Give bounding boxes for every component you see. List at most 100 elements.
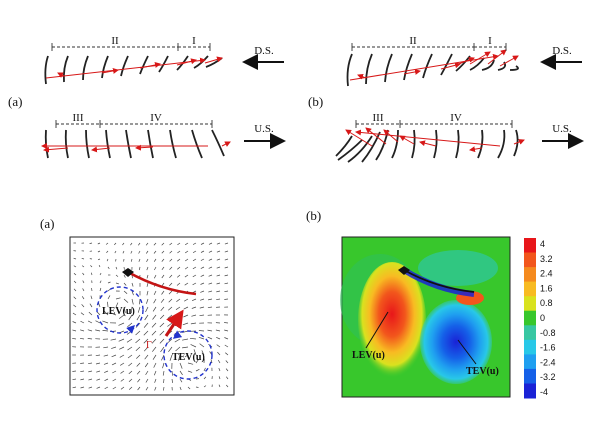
vector-arrow <box>184 258 189 262</box>
vector-arrow <box>81 304 85 308</box>
vector-arrow <box>195 358 200 364</box>
vector-arrow <box>176 298 181 302</box>
vector-arrow <box>95 329 101 332</box>
top-b-upstroke-force-arrows <box>345 127 525 153</box>
vector-arrow <box>178 354 181 361</box>
vector-arrow <box>112 386 117 390</box>
colorbar-swatch <box>524 310 536 326</box>
vector-arrow <box>207 306 213 309</box>
vector-arrow <box>153 370 157 376</box>
vector-arrow <box>159 330 165 336</box>
vector-arrow <box>97 258 101 261</box>
vector-arrow <box>72 337 77 340</box>
vector-arrow <box>135 346 141 351</box>
vector-arrow <box>90 295 93 300</box>
vector-arrow <box>82 272 85 276</box>
vector-arrow <box>159 322 165 328</box>
vector-arrow <box>200 290 205 293</box>
vector-arrow <box>192 258 197 262</box>
vector-arrow <box>151 338 157 344</box>
colorbar-tick-label: 3.2 <box>540 254 553 264</box>
vector-arrow <box>161 274 165 279</box>
vector-arrow <box>226 384 229 388</box>
vector-arrow <box>73 265 77 268</box>
vector-arrow <box>135 330 141 336</box>
vector-arrow <box>144 354 149 360</box>
vector-arrow <box>179 378 183 383</box>
vector-arrow <box>169 282 173 287</box>
vector-arrow <box>224 337 229 340</box>
vector-arrow <box>135 338 141 344</box>
vector-arrow <box>95 354 101 357</box>
vector-arrow <box>161 242 165 246</box>
vector-arrow <box>161 258 165 262</box>
colorbar: 43.22.41.60.80-0.8-1.6-2.4-3.2-4 <box>524 238 556 399</box>
vector-arrow <box>224 250 229 253</box>
vector-arrow <box>136 354 141 359</box>
vector-arrow <box>224 282 229 285</box>
vector-arrow <box>159 314 165 320</box>
vector-arrow <box>115 266 118 270</box>
vector-arrow <box>115 274 119 277</box>
vector-arrow <box>88 362 93 365</box>
vector-arrow <box>184 282 189 286</box>
vector-arrow <box>80 378 85 381</box>
vector-arrow <box>99 272 102 276</box>
vector-arrow <box>216 274 221 277</box>
colorbar-tick-label: 2.4 <box>540 269 553 279</box>
vector-arrow <box>215 329 221 332</box>
vector-arrow <box>107 281 111 284</box>
vector-arrow <box>115 302 119 308</box>
top-b-region-II: II <box>409 35 417 47</box>
vector-arrow <box>98 264 101 268</box>
vector-arrow <box>143 346 149 352</box>
vector-arrow <box>123 282 127 286</box>
vector-arrow <box>106 250 109 253</box>
vector-arrow <box>96 370 101 373</box>
vector-arrow <box>80 320 85 324</box>
vector-arrow <box>177 266 181 270</box>
vector-arrow <box>119 346 125 350</box>
vector-arrow <box>198 336 205 340</box>
vector-arrow <box>73 257 77 260</box>
vector-arrow <box>203 376 207 380</box>
top-a-upstroke-wings <box>44 129 225 159</box>
colorbar-tick-label: -3.2 <box>540 372 556 382</box>
vector-arrow <box>224 242 229 245</box>
vector-arrow <box>107 295 111 300</box>
colorbar-tick-label: 1.6 <box>540 283 553 293</box>
vector-arrow <box>80 386 85 389</box>
vector-arrow <box>169 258 173 262</box>
vector-arrow <box>153 290 157 296</box>
vector-arrow <box>145 242 149 246</box>
vector-arrow <box>207 329 213 332</box>
vector-arrow <box>120 378 125 382</box>
lev-contour-blob <box>358 262 426 378</box>
vector-arrow <box>218 367 221 372</box>
vector-arrow <box>151 322 157 328</box>
top-a-region-III: III <box>73 112 84 124</box>
vector-arrow <box>104 378 109 382</box>
top-b-region-I: I <box>488 35 492 47</box>
vector-arrow <box>179 362 183 369</box>
vector-arrow <box>167 338 173 344</box>
colorbar-swatch <box>524 354 536 370</box>
vector-arrow <box>120 386 125 390</box>
top-a-region-II: II <box>111 35 119 47</box>
vector-arrow <box>139 298 141 305</box>
vector-arrow <box>225 360 229 364</box>
vector-arrow <box>175 306 181 310</box>
vector-arrow <box>216 344 221 348</box>
vector-arrow <box>151 330 157 336</box>
vector-arrow <box>199 298 205 301</box>
vector-arrow <box>120 362 125 366</box>
vector-arrow <box>123 274 126 278</box>
vector-arrow <box>131 290 134 296</box>
vector-arrow <box>137 306 141 313</box>
vector-arrow <box>217 351 221 356</box>
top-b-region-IV: IV <box>450 112 462 124</box>
vector-arrow <box>154 386 157 391</box>
vector-arrow <box>224 266 229 269</box>
vector-arrow <box>138 250 141 254</box>
vector-arrow <box>128 362 133 367</box>
